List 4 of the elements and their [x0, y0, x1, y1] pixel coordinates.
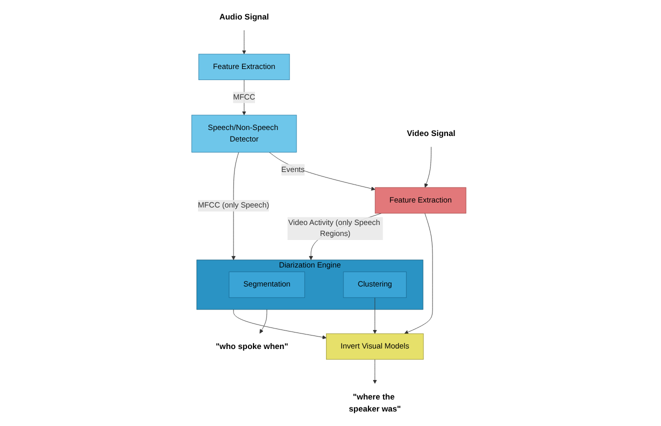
node-text: "who spoke when": [216, 342, 288, 351]
node-text: Video Signal: [406, 129, 456, 138]
node-text: Audio Signal: [219, 12, 269, 22]
node-text: "where the speaker was": [348, 392, 401, 414]
